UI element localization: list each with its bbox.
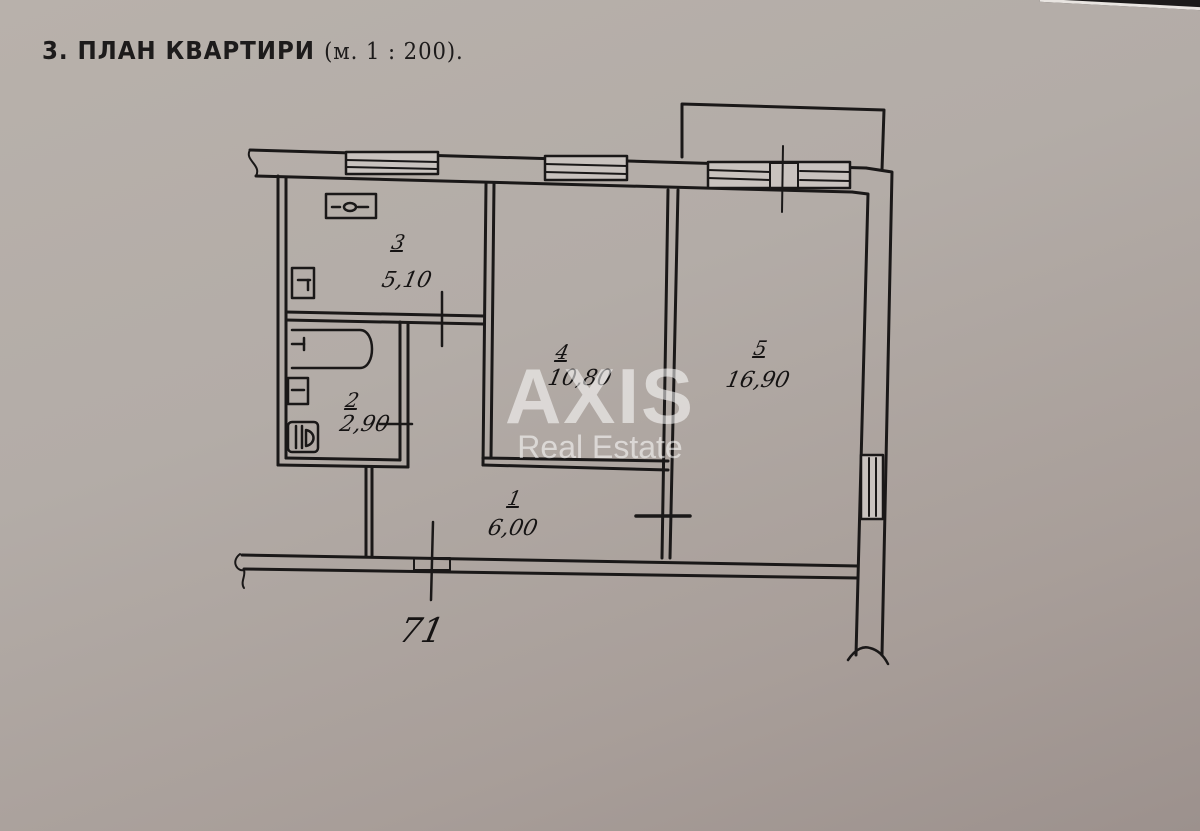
room-4-area: 10,80 bbox=[545, 366, 614, 391]
room-5-area: 16,90 bbox=[723, 368, 792, 393]
title-text: 3. ПЛАН КВАРТИРИ bbox=[42, 36, 315, 65]
scale-text: (м. 1 : 200). bbox=[324, 39, 464, 65]
exterior-wall-bottom bbox=[234, 520, 860, 602]
exterior-wall-top bbox=[247, 145, 868, 213]
balcony bbox=[680, 102, 886, 172]
page-title: 3. ПЛАН КВАРТИРИ (м. 1 : 200). bbox=[42, 36, 464, 65]
interior-walls bbox=[276, 174, 692, 560]
kitchen-sink-icon bbox=[290, 266, 316, 300]
toilet-icon bbox=[286, 420, 320, 454]
stove-icon bbox=[324, 192, 378, 220]
room-3-area: 5,10 bbox=[379, 268, 434, 293]
exterior-wall-right bbox=[846, 166, 894, 666]
room-2-area: 2,90 bbox=[337, 412, 392, 437]
bath-sink-icon bbox=[286, 376, 310, 406]
apartment-number: 71 bbox=[395, 611, 448, 651]
room-1-area: 6,00 bbox=[485, 516, 540, 541]
bathtub-icon bbox=[290, 328, 374, 370]
fixtures bbox=[286, 192, 378, 454]
